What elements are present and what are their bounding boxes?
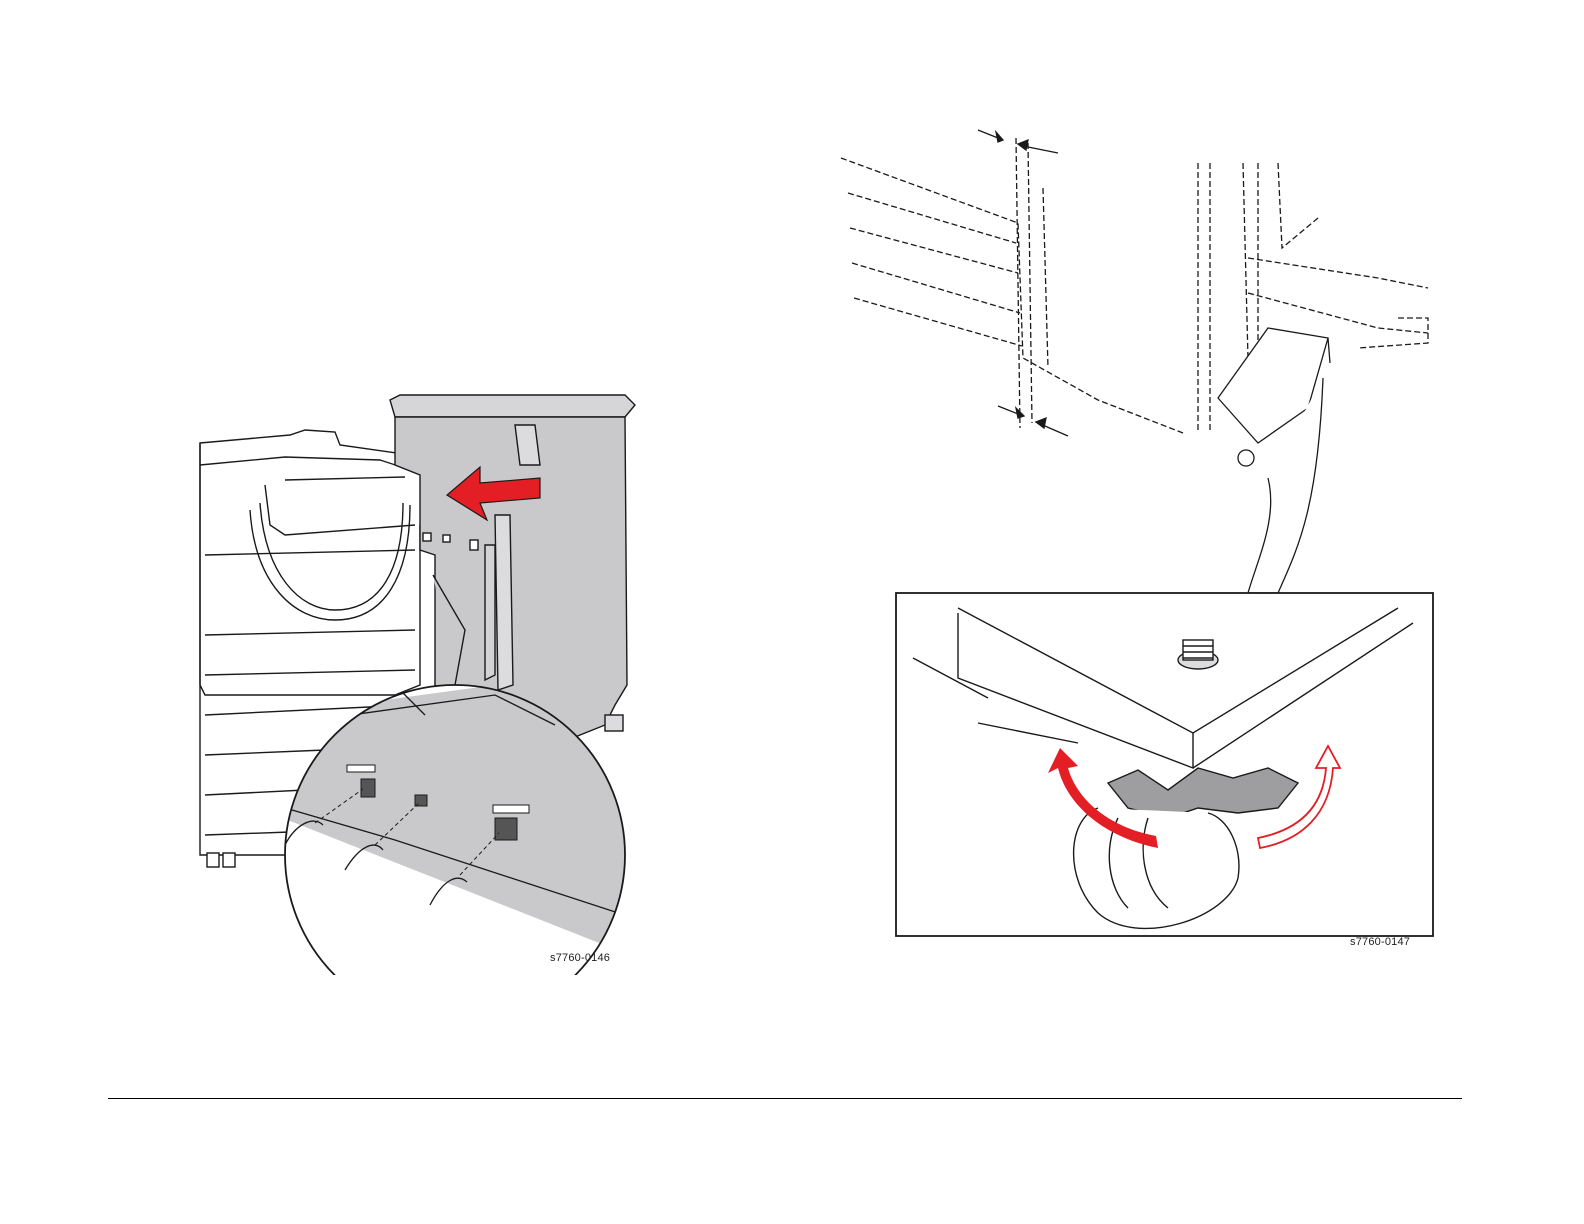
- figure-caption-left: s7760-0146: [550, 952, 610, 964]
- page-footer-rule: [108, 1098, 1462, 1099]
- figure-caption-right: s7760-0147: [1350, 936, 1410, 948]
- finisher-docking-illustration: [195, 385, 640, 975]
- dimension-arrows: [978, 130, 1068, 436]
- figure-leveling-foot: s7760-0147: [838, 118, 1443, 958]
- figure-docking-finisher: s7760-0146: [195, 385, 640, 975]
- dashed-cabinet-outline: [841, 138, 1428, 433]
- leveling-foot-illustration: [838, 118, 1443, 958]
